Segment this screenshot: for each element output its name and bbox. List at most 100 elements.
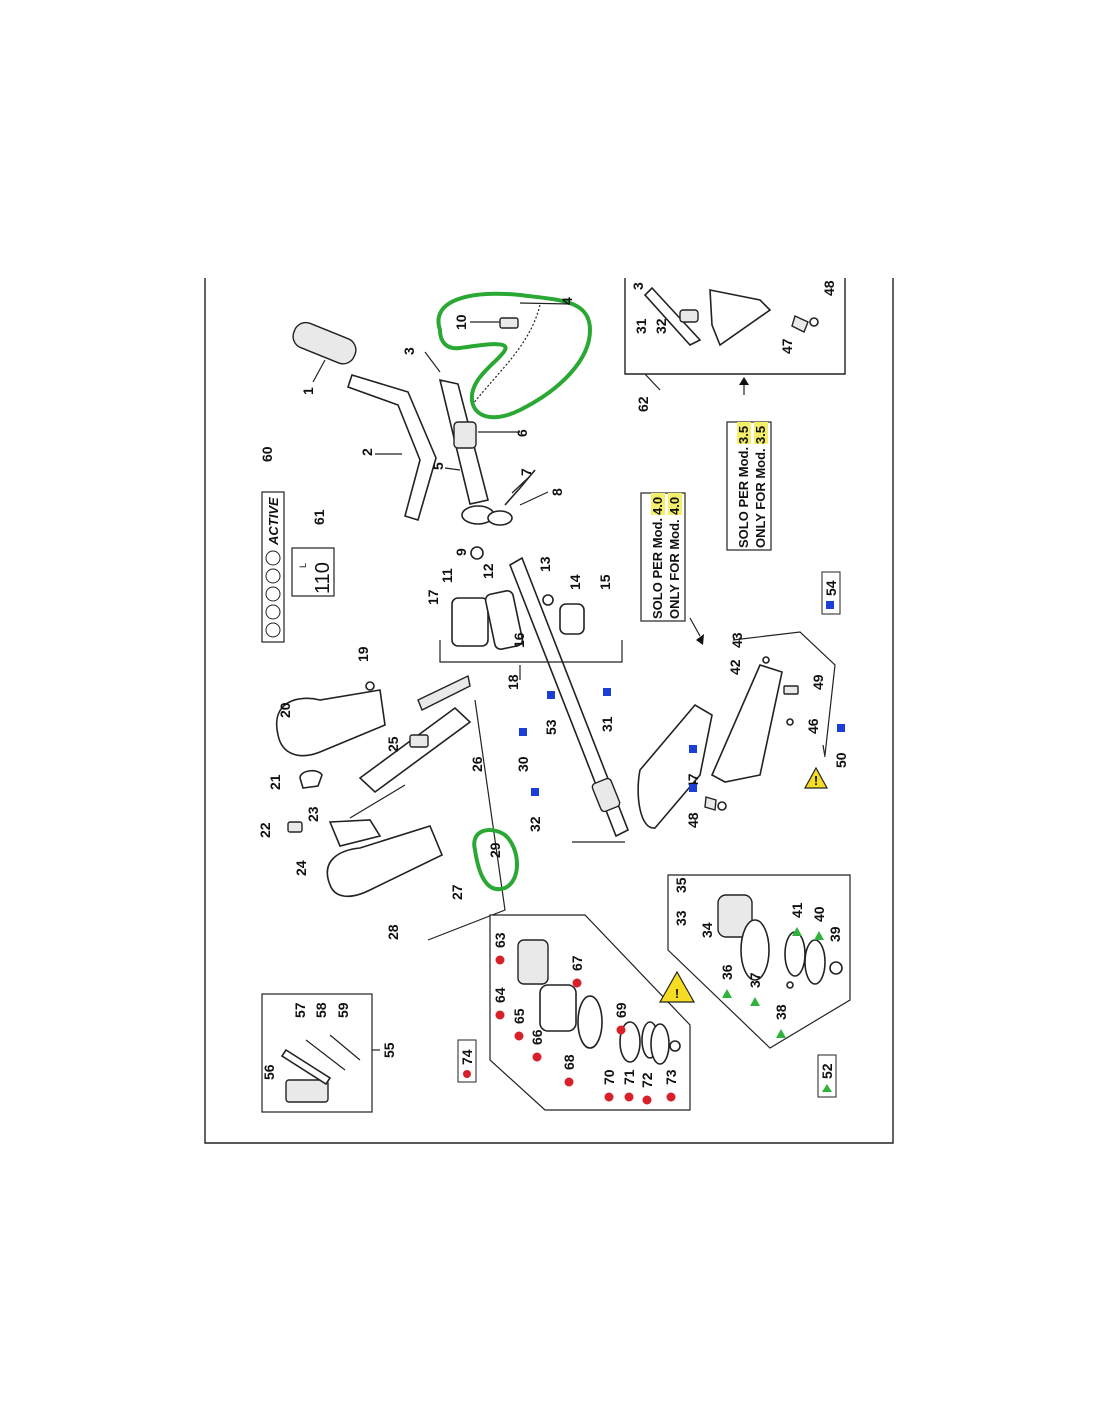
- part-label-36: 36: [719, 964, 735, 980]
- hex-key-59: [329, 1034, 361, 1061]
- arrow-40-head: [696, 634, 704, 645]
- flange-68: [577, 995, 603, 1049]
- inset-part-label-48: 48: [821, 280, 837, 296]
- part-label-34: 34: [699, 922, 715, 938]
- handle-bar: [346, 374, 437, 522]
- part-label-42: 42: [727, 659, 743, 675]
- kit-marker-54-square: [826, 601, 834, 609]
- connector-25: [409, 734, 429, 748]
- leader-lines: [312, 302, 826, 1051]
- kit-marker-74-frame: [457, 1039, 477, 1083]
- part-label-63: 63: [492, 932, 508, 948]
- part-label-50: 50: [833, 752, 849, 768]
- part-label-70: 70: [601, 1069, 617, 1085]
- throttle-rod-23: [349, 784, 406, 819]
- screw-38: [786, 981, 794, 989]
- cup-40: [804, 939, 826, 985]
- kit-marker-74-circle: [463, 1070, 471, 1078]
- logo-icon-3: [265, 586, 281, 602]
- cup-72: [650, 1023, 670, 1065]
- leader-line: [427, 699, 506, 941]
- note-mod-40-line1-value: 4.0: [650, 497, 665, 515]
- gearbox-body-66: [539, 984, 577, 1032]
- part-label-30: 30: [515, 756, 531, 772]
- throttle-handle-group: [275, 674, 506, 941]
- red-marker-73: [666, 1092, 676, 1102]
- clamp-16: [484, 590, 524, 650]
- note-mod-35-line2-prefix: ONLY FOR Mod.: [753, 448, 768, 548]
- part-label-55: 55: [381, 1042, 397, 1058]
- warning-icon-guard: [803, 766, 829, 789]
- part-label-69: 69: [613, 1002, 629, 1018]
- handle-assembly: [292, 304, 541, 560]
- kit-marker-54-label: 54: [823, 580, 839, 596]
- part-label-26: 26: [469, 756, 485, 772]
- part-label-2: 2: [359, 448, 375, 456]
- note-mod-40: SOLO PER Mod. 4.0 ONLY FOR Mod. 4.0: [640, 492, 686, 622]
- part-label-29: 29: [487, 842, 503, 858]
- throttle-cable: [471, 304, 541, 406]
- throttle-handle-20-bottom: [326, 825, 444, 898]
- logo-icon-4: [265, 568, 281, 584]
- part-label-64: 64: [492, 987, 508, 1003]
- part-label-67: 67: [569, 955, 585, 971]
- clamp-group: [439, 590, 623, 663]
- displacement-badge-frame: [291, 547, 335, 597]
- note-mod-35-highlight-2: [754, 422, 768, 444]
- inset-bushing-32: [679, 309, 699, 323]
- blue-marker-50: [837, 724, 845, 732]
- part-label-27: 27: [449, 884, 465, 900]
- part-label-62: 62: [635, 396, 651, 412]
- part-label-1: 1: [300, 387, 316, 395]
- inset-box-62: [624, 278, 846, 375]
- logo-icon-1: [265, 622, 281, 638]
- part-label-66: 66: [529, 1029, 545, 1045]
- kit-marker-74-label: 74: [459, 1049, 475, 1065]
- part-label-20: 20: [277, 702, 293, 718]
- part-label-59: 59: [335, 1002, 351, 1018]
- gearbox-63: [517, 939, 549, 985]
- part-label-10: 10: [453, 314, 469, 330]
- part-label-37: 37: [747, 972, 763, 988]
- logo-icon-2: [265, 604, 281, 620]
- kit-marker-52: 52: [817, 1054, 837, 1098]
- red-marker-64: [495, 1010, 505, 1020]
- part-label-65: 65: [511, 1008, 527, 1024]
- blue-marker-48: [689, 784, 697, 792]
- green-marker-38: [776, 1029, 786, 1038]
- part-label-35: 35: [673, 877, 689, 893]
- inset-nut-48: [809, 317, 819, 327]
- red-marker-72: [642, 1095, 652, 1105]
- part-label-11: 11: [439, 568, 455, 583]
- part-label-24: 24: [293, 860, 309, 876]
- part-label-6: 6: [514, 429, 530, 437]
- warning-mark: !: [814, 773, 818, 788]
- part-label-49: 49: [810, 674, 826, 690]
- blue-marker-31: [603, 688, 611, 696]
- cutting-head-kit-green: [667, 874, 851, 1049]
- red-marker-69: [616, 1025, 626, 1035]
- part-label-19: 19: [355, 646, 371, 662]
- part-label-40: 40: [811, 906, 827, 922]
- gearbox-34: [717, 894, 753, 938]
- inset-plate-47: [791, 315, 809, 333]
- note-mod-40-line2-value: 4.0: [667, 497, 682, 515]
- leader-3: [424, 351, 441, 373]
- note-mod-35-line2-value: 3.5: [753, 426, 768, 444]
- note-mod-40-line2-prefix: ONLY FOR Mod.: [667, 519, 682, 619]
- clamp-17: [451, 597, 489, 647]
- leader-50: [822, 744, 826, 758]
- part-label-12: 12: [480, 563, 496, 579]
- switch-22: [287, 821, 303, 833]
- leader-7: [511, 477, 529, 494]
- red-marker-67: [572, 978, 582, 988]
- inset-part-label-31: 31: [633, 318, 649, 334]
- red-marker-63: [495, 955, 505, 965]
- leader-1: [312, 359, 326, 383]
- shaft-bushing-32: [591, 777, 621, 813]
- part-label-71: 71: [621, 1069, 637, 1085]
- highlight-loop-29: [472, 828, 519, 892]
- part-label-18: 18: [505, 674, 521, 690]
